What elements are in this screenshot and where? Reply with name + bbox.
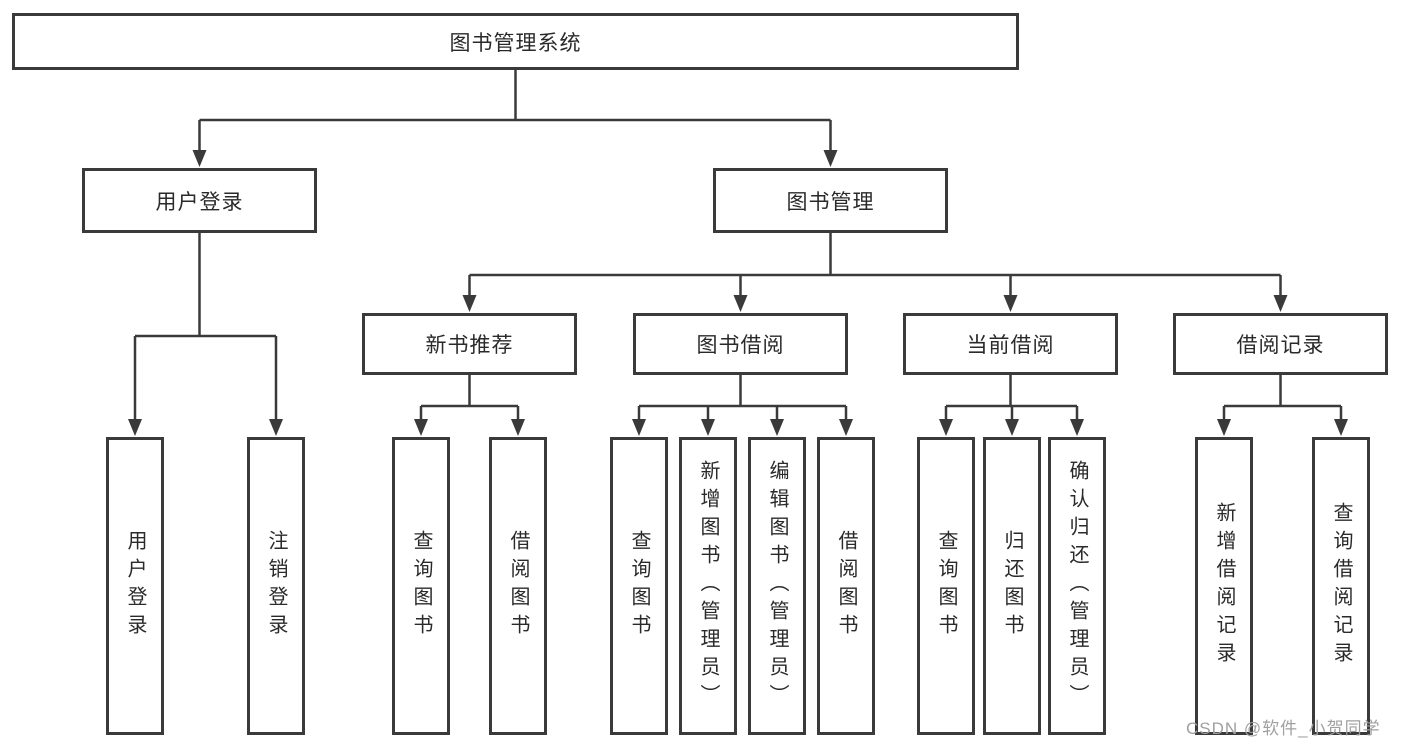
node-borrow-record: 借阅记录 — [1173, 313, 1388, 375]
arrow-down-icon — [462, 295, 477, 312]
arrow-down-icon — [823, 150, 838, 167]
node-leaf-query-books-3: 查询图书 — [917, 437, 975, 735]
node-leaf-query-borrow-record: 查询借阅记录 — [1312, 437, 1370, 735]
node-leaf-query-books-3-label: 查询图书 — [935, 530, 957, 642]
node-leaf-borrow-books-2-label: 借阅图书 — [835, 530, 857, 642]
node-leaf-confirm-return-admin: 确认归还（管理员） — [1048, 437, 1106, 735]
node-leaf-query-books-2: 查询图书 — [610, 437, 668, 735]
connector-root-to-level2 — [198, 70, 832, 151]
node-leaf-add-borrow-record-label: 新增借阅记录 — [1213, 502, 1235, 670]
node-leaf-add-books-admin-label: 新增图书（管理员） — [697, 460, 719, 712]
node-leaf-edit-books-admin: 编辑图书（管理员） — [748, 437, 806, 735]
arrow-down-icon — [414, 419, 428, 436]
arrow-down-icon — [1070, 419, 1084, 436]
connector-bookborrow-to-leaves — [637, 375, 848, 420]
node-root-system: 图书管理系统 — [12, 13, 1019, 70]
connector-currentborrow-to-leaves — [944, 375, 1079, 420]
node-leaf-user-login: 用户登录 — [106, 437, 164, 735]
connector-bookmgmt-to-level3 — [468, 233, 1282, 296]
connector-userlogin-to-leaves — [133, 233, 278, 420]
arrow-down-icon — [939, 419, 953, 436]
node-leaf-borrow-books-2: 借阅图书 — [817, 437, 875, 735]
node-current-borrow-label: 当前借阅 — [966, 334, 1055, 357]
node-leaf-borrow-books-1: 借阅图书 — [489, 437, 547, 735]
arrow-down-icon — [1003, 295, 1018, 312]
node-leaf-add-books-admin: 新增图书（管理员） — [679, 437, 737, 735]
node-leaf-query-books-1: 查询图书 — [392, 437, 450, 735]
connector-newbooks-to-leaves — [419, 375, 520, 420]
node-leaf-logout: 注销登录 — [247, 437, 305, 735]
arrow-down-icon — [632, 419, 646, 436]
node-new-book-recommend: 新书推荐 — [362, 313, 577, 375]
node-book-borrow-label: 图书借阅 — [696, 334, 785, 357]
arrow-down-icon — [192, 150, 207, 167]
node-leaf-query-books-1-label: 查询图书 — [410, 530, 432, 642]
node-leaf-return-books-label: 归还图书 — [1001, 530, 1023, 642]
arrow-down-icon — [1334, 419, 1348, 436]
node-book-management: 图书管理 — [713, 168, 948, 233]
arrow-down-icon — [701, 419, 715, 436]
arrow-down-icon — [1273, 295, 1288, 312]
node-book-management-label: 图书管理 — [786, 190, 875, 214]
arrow-down-icon — [770, 419, 784, 436]
node-user-login-label: 用户登录 — [155, 190, 244, 214]
node-leaf-query-borrow-record-label: 查询借阅记录 — [1330, 502, 1352, 670]
arrow-down-icon — [1005, 419, 1019, 436]
arrow-down-icon — [511, 419, 525, 436]
node-user-login: 用户登录 — [82, 168, 317, 233]
arrow-down-icon — [269, 419, 283, 436]
node-leaf-query-books-2-label: 查询图书 — [628, 530, 650, 642]
node-book-borrow: 图书借阅 — [633, 313, 848, 375]
node-leaf-add-borrow-record: 新增借阅记录 — [1195, 437, 1253, 735]
node-leaf-edit-books-admin-label: 编辑图书（管理员） — [766, 460, 788, 712]
node-leaf-borrow-books-1-label: 借阅图书 — [507, 530, 529, 642]
node-root-label: 图书管理系统 — [449, 31, 582, 55]
node-leaf-return-books: 归还图书 — [983, 437, 1041, 735]
arrow-down-icon — [1217, 419, 1231, 436]
arrow-down-icon — [733, 295, 748, 312]
arrowheads — [128, 150, 1348, 436]
csdn-watermark: CSDN @软件_小贺同学 — [1186, 719, 1381, 738]
node-leaf-user-login-label: 用户登录 — [124, 530, 146, 642]
node-leaf-confirm-return-admin-label: 确认归还（管理员） — [1066, 460, 1088, 712]
node-leaf-logout-label: 注销登录 — [265, 530, 287, 642]
node-new-book-recommend-label: 新书推荐 — [425, 334, 514, 357]
node-current-borrow: 当前借阅 — [903, 313, 1118, 375]
arrow-down-icon — [128, 419, 142, 436]
node-borrow-record-label: 借阅记录 — [1236, 334, 1325, 357]
connector-borrowrecord-to-leaves — [1222, 375, 1343, 420]
arrow-down-icon — [839, 419, 853, 436]
